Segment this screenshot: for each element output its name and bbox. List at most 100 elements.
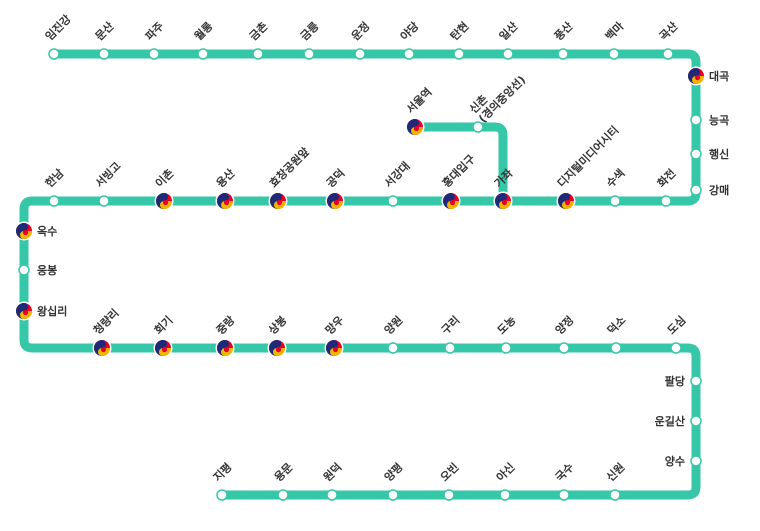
station-dot	[252, 48, 264, 60]
station-label: 월롱	[191, 19, 215, 43]
transfer-icon	[268, 191, 288, 211]
station-dot	[660, 195, 672, 207]
station-dot	[500, 342, 512, 354]
station-dot	[670, 342, 682, 354]
station-dot	[662, 48, 674, 60]
station-label: 운정	[348, 19, 372, 43]
station-label: 양원	[381, 313, 405, 337]
station-label: 회기	[151, 313, 175, 337]
station-label: 서울역	[403, 85, 434, 116]
station-label: 양정	[552, 313, 576, 337]
station-label: 공덕	[323, 166, 347, 190]
station-label: 이촌	[152, 166, 176, 190]
station[interactable]: 왕십리	[14, 301, 68, 321]
station-label: 임진강	[42, 12, 73, 43]
station-dot	[690, 415, 702, 427]
station[interactable]: 상봉	[265, 313, 289, 358]
station-dot	[98, 48, 110, 60]
station[interactable]: 신촌(경의중앙선)	[466, 63, 528, 133]
station[interactable]: 이촌	[152, 166, 176, 211]
station-dot	[216, 489, 228, 501]
station-label: 오빈	[437, 460, 461, 484]
branch-line	[415, 122, 508, 201]
transfer-icon	[324, 338, 344, 358]
station-dot	[472, 121, 484, 133]
transfer-icon	[405, 117, 425, 137]
station-label: 응봉	[37, 264, 57, 277]
station-dot	[326, 489, 338, 501]
station-dot	[48, 195, 60, 207]
station-dot	[18, 264, 30, 276]
transfer-icon	[215, 338, 235, 358]
station[interactable]: 능곡	[690, 114, 729, 127]
station-label: 왕십리	[37, 304, 67, 318]
station-label: 능곡	[709, 114, 729, 127]
station-label: 수색	[603, 166, 627, 190]
station-label: 팔당	[665, 374, 685, 388]
station[interactable]: 응봉	[18, 264, 57, 277]
line-track	[19, 49, 701, 500]
station[interactable]: 팔당	[665, 374, 702, 388]
station-label: 금릉	[298, 20, 322, 44]
station-label: 옥수	[37, 225, 57, 238]
station-dot	[557, 48, 569, 60]
station-label: 지평	[210, 460, 234, 484]
station[interactable]: 양수	[665, 454, 702, 468]
station-dot	[354, 48, 366, 60]
station-label: 서빙고	[92, 159, 123, 190]
transfer-icon	[14, 301, 34, 321]
station-label: 청량리	[90, 306, 121, 337]
station-label: 양평	[381, 460, 405, 484]
station-label: 문산	[92, 19, 116, 43]
station-label: 서강대	[381, 159, 412, 190]
station-dot	[98, 195, 110, 207]
transfer-icon	[267, 338, 287, 358]
station[interactable]: 망우	[322, 313, 346, 358]
station-dot	[277, 489, 289, 501]
station[interactable]: 행신	[690, 147, 729, 161]
station-dot	[303, 48, 315, 60]
station-label: 일산	[496, 19, 520, 43]
station-dot	[499, 489, 511, 501]
station-label: 야당	[397, 19, 421, 43]
station-dot	[502, 48, 514, 60]
station-dot	[387, 342, 399, 354]
station-label: 신원	[603, 460, 627, 484]
station-label: 도농	[495, 314, 519, 338]
transfer-icon	[92, 338, 112, 358]
station[interactable]: 회기	[151, 313, 175, 358]
station-label: 운길산	[655, 414, 685, 428]
station-label: 아신	[493, 460, 517, 484]
station-dot	[387, 195, 399, 207]
station[interactable]: 운길산	[655, 414, 702, 428]
station[interactable]: 강매	[690, 183, 729, 197]
transfer-icon	[686, 66, 706, 86]
transfer-icon	[325, 191, 345, 211]
station-dot	[690, 455, 702, 467]
station[interactable]: 공덕	[323, 166, 347, 211]
station-dot	[453, 48, 465, 60]
station-dot	[690, 148, 702, 160]
station-label: 도심	[664, 313, 688, 337]
station-label: 양수	[665, 454, 685, 468]
station[interactable]: 옥수	[14, 221, 58, 241]
station-dot	[148, 48, 160, 60]
station-dot	[403, 48, 415, 60]
transfer-icon	[493, 191, 513, 211]
station[interactable]: 대곡	[686, 66, 730, 86]
station-label: 가좌	[491, 166, 515, 190]
station-dot	[443, 489, 455, 501]
station-dot	[610, 342, 622, 354]
station-label: 국수	[553, 461, 577, 485]
station-dot	[690, 114, 702, 126]
station[interactable]: 중랑	[214, 314, 238, 358]
station-label: 구리	[438, 313, 462, 337]
station-label: 신촌(경의중앙선)	[466, 63, 528, 125]
station-dot	[608, 48, 620, 60]
station[interactable]: 용산	[213, 166, 237, 211]
station-dot	[444, 342, 456, 354]
station-label: 금촌	[246, 19, 270, 43]
station-label: 탄현	[447, 19, 471, 43]
